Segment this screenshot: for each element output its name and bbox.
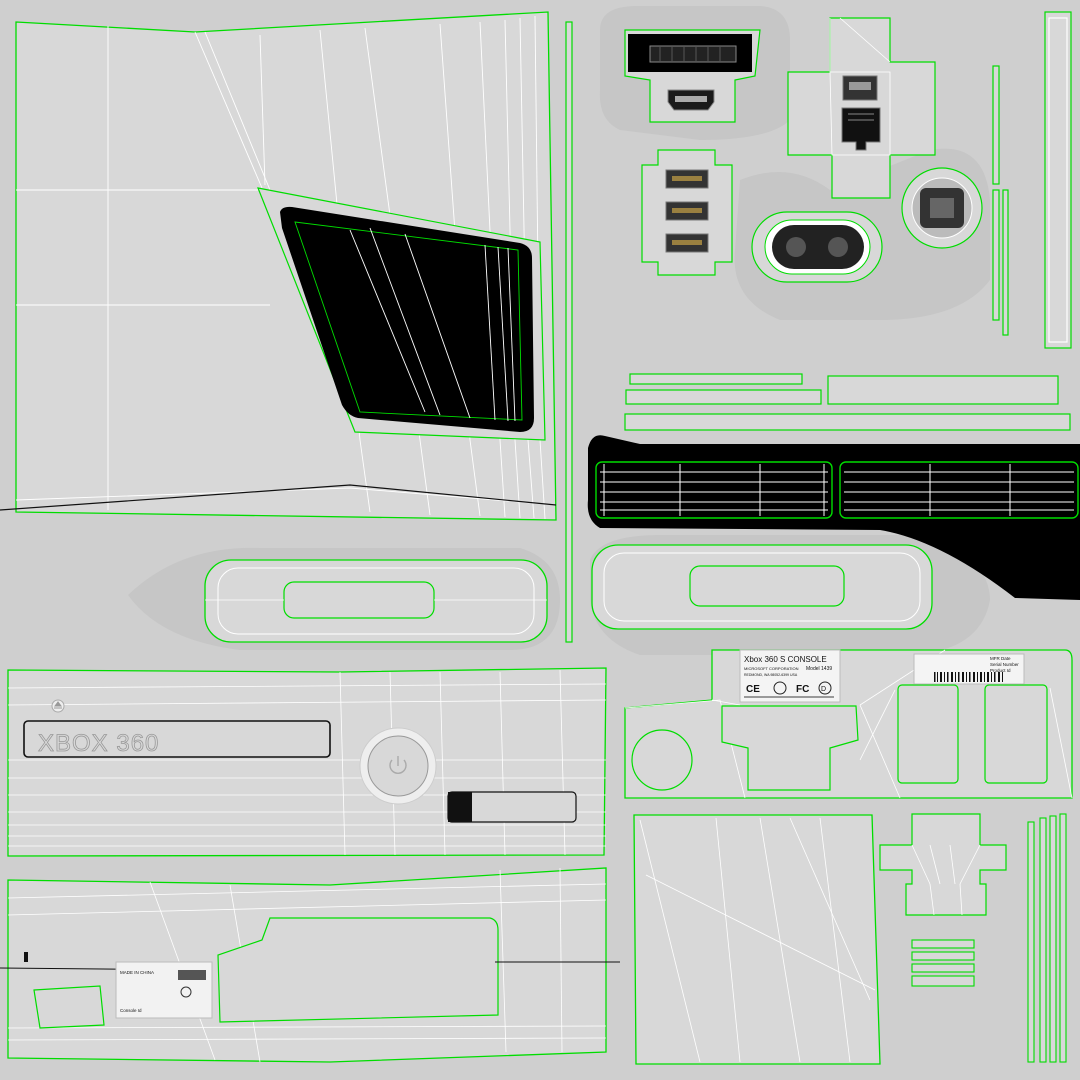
front-bezel-island: XBOX 360: [7, 667, 607, 857]
foot-pad-right: [591, 544, 933, 630]
ethernet-port-icon: [841, 107, 881, 151]
side-vent: [280, 206, 534, 432]
barcode-icon: [934, 672, 1003, 682]
ul-mark-icon: [773, 681, 787, 695]
small-strips: [911, 813, 1067, 1063]
optical-port-island: [901, 167, 983, 249]
rating-model: Model 1439: [806, 666, 832, 672]
rating-address: REDMOND, WA 98052-6399 USA: [744, 673, 798, 677]
network-port-island: [787, 17, 936, 199]
hinge-island: [879, 813, 1007, 916]
power-socket: [772, 225, 864, 269]
sticker-made-in: MADE IN CHINA: [120, 970, 154, 975]
bottom-panel-island: MADE IN CHINA Console Id: [0, 867, 620, 1063]
usb-ports-island: [641, 149, 733, 276]
cert-mark-d: D: [821, 686, 826, 693]
thin-strips: [565, 11, 1072, 643]
serial-product-id: Product Id: [990, 668, 1011, 673]
serial-number-label: Serial Number: [990, 662, 1019, 667]
disc-slot: [23, 720, 331, 758]
rating-title: Xbox 360 S CONSOLE: [744, 655, 827, 664]
av-port-island: [624, 29, 761, 123]
side-panel-island: [0, 11, 557, 521]
top-panel-island: [633, 814, 881, 1065]
regulatory-sticker: MADE IN CHINA Console Id: [115, 961, 213, 1019]
sticker-console-id: Console Id: [120, 1008, 142, 1013]
power-icon: [389, 756, 407, 774]
cert-mark-ce: CE: [746, 684, 760, 695]
rating-maker: MICROSOFT CORPORATION: [744, 666, 799, 671]
foot-pad-left: [204, 559, 548, 643]
rear-label-island: Xbox 360 S CONSOLE MICROSOFT CORPORATION…: [624, 649, 1073, 799]
rear-vent-island: [587, 435, 1080, 600]
power-socket-island: [751, 211, 883, 283]
serial-mfr-date: MFR Date: [990, 656, 1011, 661]
xbox-logo-text: XBOX 360: [38, 730, 159, 757]
cert-mark-fc: FC: [796, 684, 809, 695]
horizontal-strips: [624, 373, 1071, 431]
